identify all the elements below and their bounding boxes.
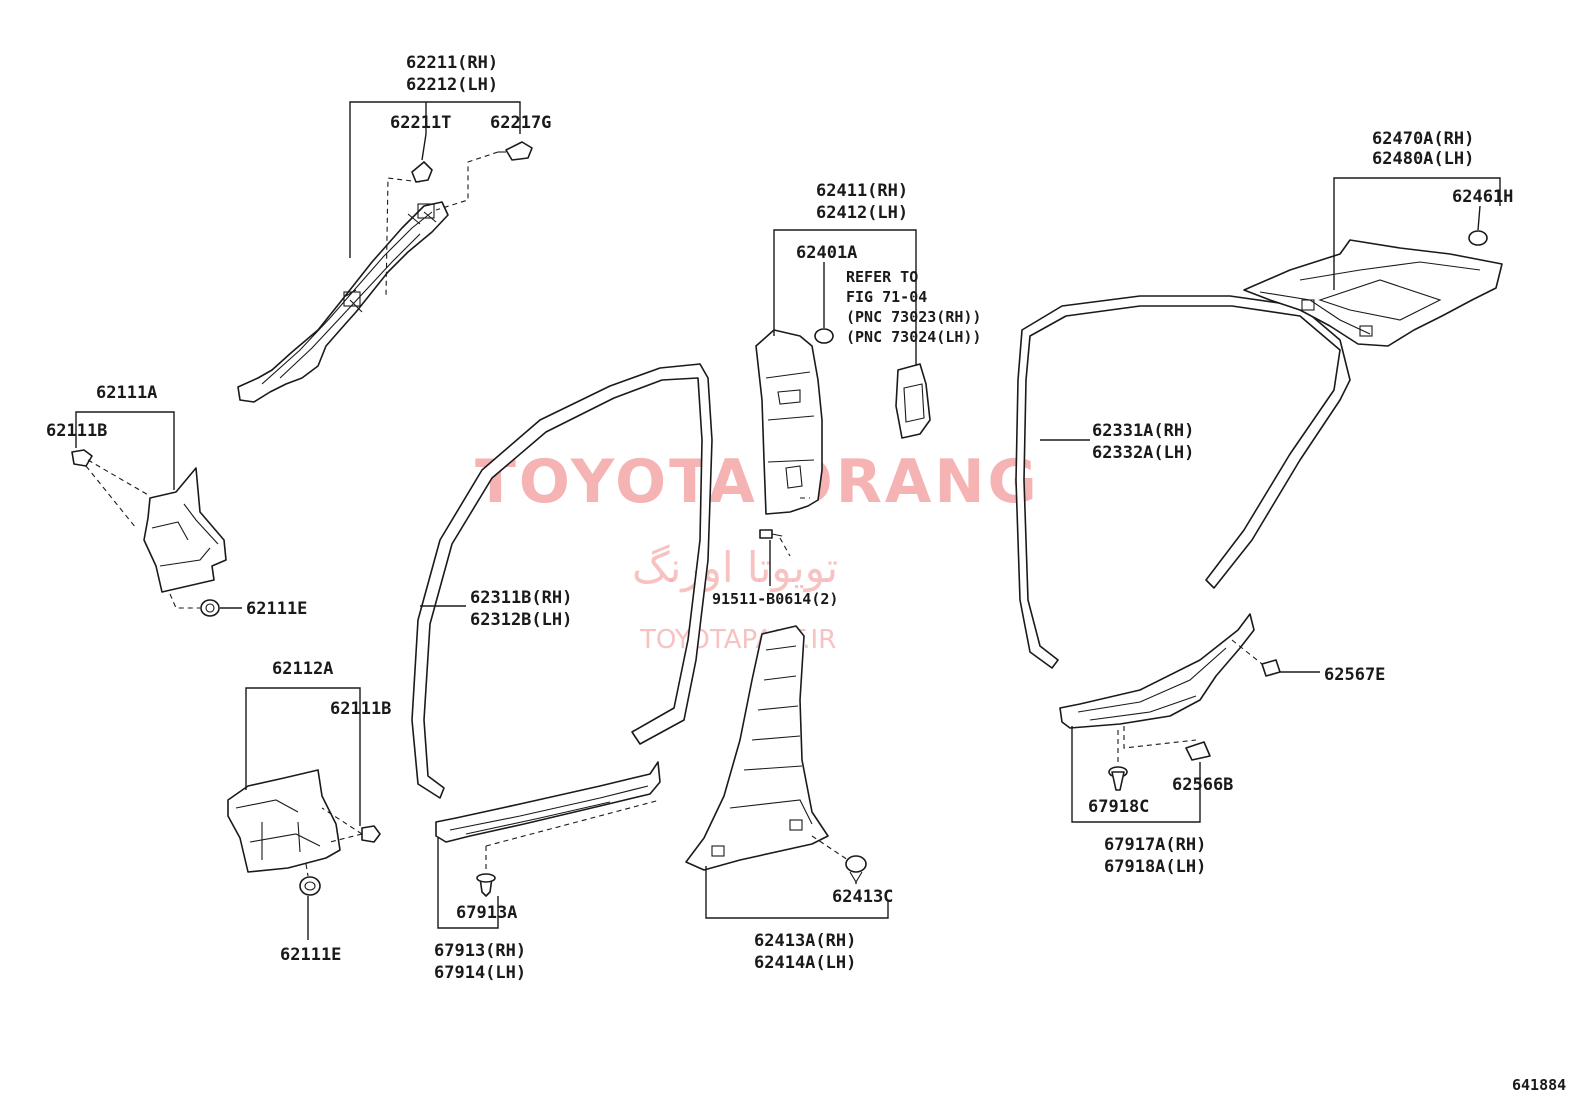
cowl-lower-trim[interactable] [227,769,341,873]
label-62413c: 62413C [832,887,893,907]
label-62111e-bottom: 62111E [280,945,341,965]
label-67913: 67913(RH) [434,941,526,961]
label-62414a: 62414A(LH) [754,953,856,973]
watermark-persian: تویوتا اورنگ [632,543,838,592]
label-refer-1: REFER TO [846,268,918,286]
label-62111e-top: 62111E [246,599,307,619]
rear-door-weatherstrip[interactable] [1015,295,1351,669]
label-67918a: 67918A(LH) [1104,857,1206,877]
b-pillar-lower-clip-62413c[interactable] [845,855,867,884]
b-pillar-upper-clip-62401a[interactable] [814,328,834,344]
front-scuff-plate[interactable] [435,761,661,843]
label-62311b: 62311B(RH) [470,588,572,608]
label-refer-2: FIG 71-04 [846,288,927,306]
cowl-side-nut-62111e[interactable] [200,599,220,617]
front-door-weatherstrip[interactable] [411,363,713,799]
cowl-lower-nut-62111e[interactable] [299,876,321,896]
watermark-brand: TOYOTA ORANG [475,447,1040,517]
label-refer-4: (PNC 73024(LH)) [846,328,981,346]
label-62480a: 62480A(LH) [1372,149,1474,169]
label-62331a: 62331A(RH) [1092,421,1194,441]
label-62566b: 62566B [1172,775,1233,795]
c-pillar-garnish[interactable] [1243,239,1503,347]
label-67917a: 67917A(RH) [1104,835,1206,855]
c-pillar-clip-62461h[interactable] [1468,230,1488,246]
bolt-91511[interactable] [759,529,783,539]
label-91511: 91511-B0614(2) [712,590,838,608]
label-62312b: 62312B(LH) [470,610,572,630]
b-pillar-lower-garnish[interactable] [685,625,829,871]
rear-scuff-clip-67918c[interactable] [1108,766,1128,791]
door-lock-striker-ref[interactable] [895,363,931,439]
label-refer-3: (PNC 73023(RH)) [846,308,981,326]
a-pillar-garnish[interactable] [237,201,449,403]
label-62412: 62412(LH) [816,203,908,223]
label-62401a: 62401A [796,243,857,263]
cowl-side-trim[interactable] [143,467,227,593]
watermark-site: TOYOTAPART.IR [639,625,836,655]
label-67913a: 67913A [456,903,517,923]
front-scuff-clip-67913a[interactable] [476,873,496,897]
rear-scuff-clip-62566b[interactable] [1185,741,1211,761]
label-62111b-top: 62111B [46,421,107,441]
label-62111a: 62111A [96,383,157,403]
label-62211t: 62211T [390,113,451,133]
a-pillar-clip-62217g[interactable] [498,141,533,161]
label-62212: 62212(LH) [406,75,498,95]
label-62567e: 62567E [1324,665,1385,685]
label-62111b-bottom: 62111B [330,699,391,719]
label-62413a: 62413A(RH) [754,931,856,951]
label-62461h: 62461H [1452,187,1513,207]
label-62411: 62411(RH) [816,181,908,201]
cowl-lower-clip-62111b[interactable] [361,825,381,843]
label-62211: 62211(RH) [406,53,498,73]
rear-scuff-clip-62567e[interactable] [1261,659,1281,677]
rear-scuff-plate[interactable] [1059,613,1255,729]
figure-id: 641884 [1512,1076,1566,1094]
label-67918c: 67918C [1088,797,1149,817]
label-62332a: 62332A(LH) [1092,443,1194,463]
cowl-side-clip-62111b[interactable] [71,449,93,467]
label-62112a: 62112A [272,659,333,679]
label-67914: 67914(LH) [434,963,526,983]
b-pillar-upper-garnish[interactable] [755,329,823,515]
label-62470a: 62470A(RH) [1372,129,1474,149]
a-pillar-clip-62211t[interactable] [411,161,433,183]
label-62217g: 62217G [490,113,551,133]
